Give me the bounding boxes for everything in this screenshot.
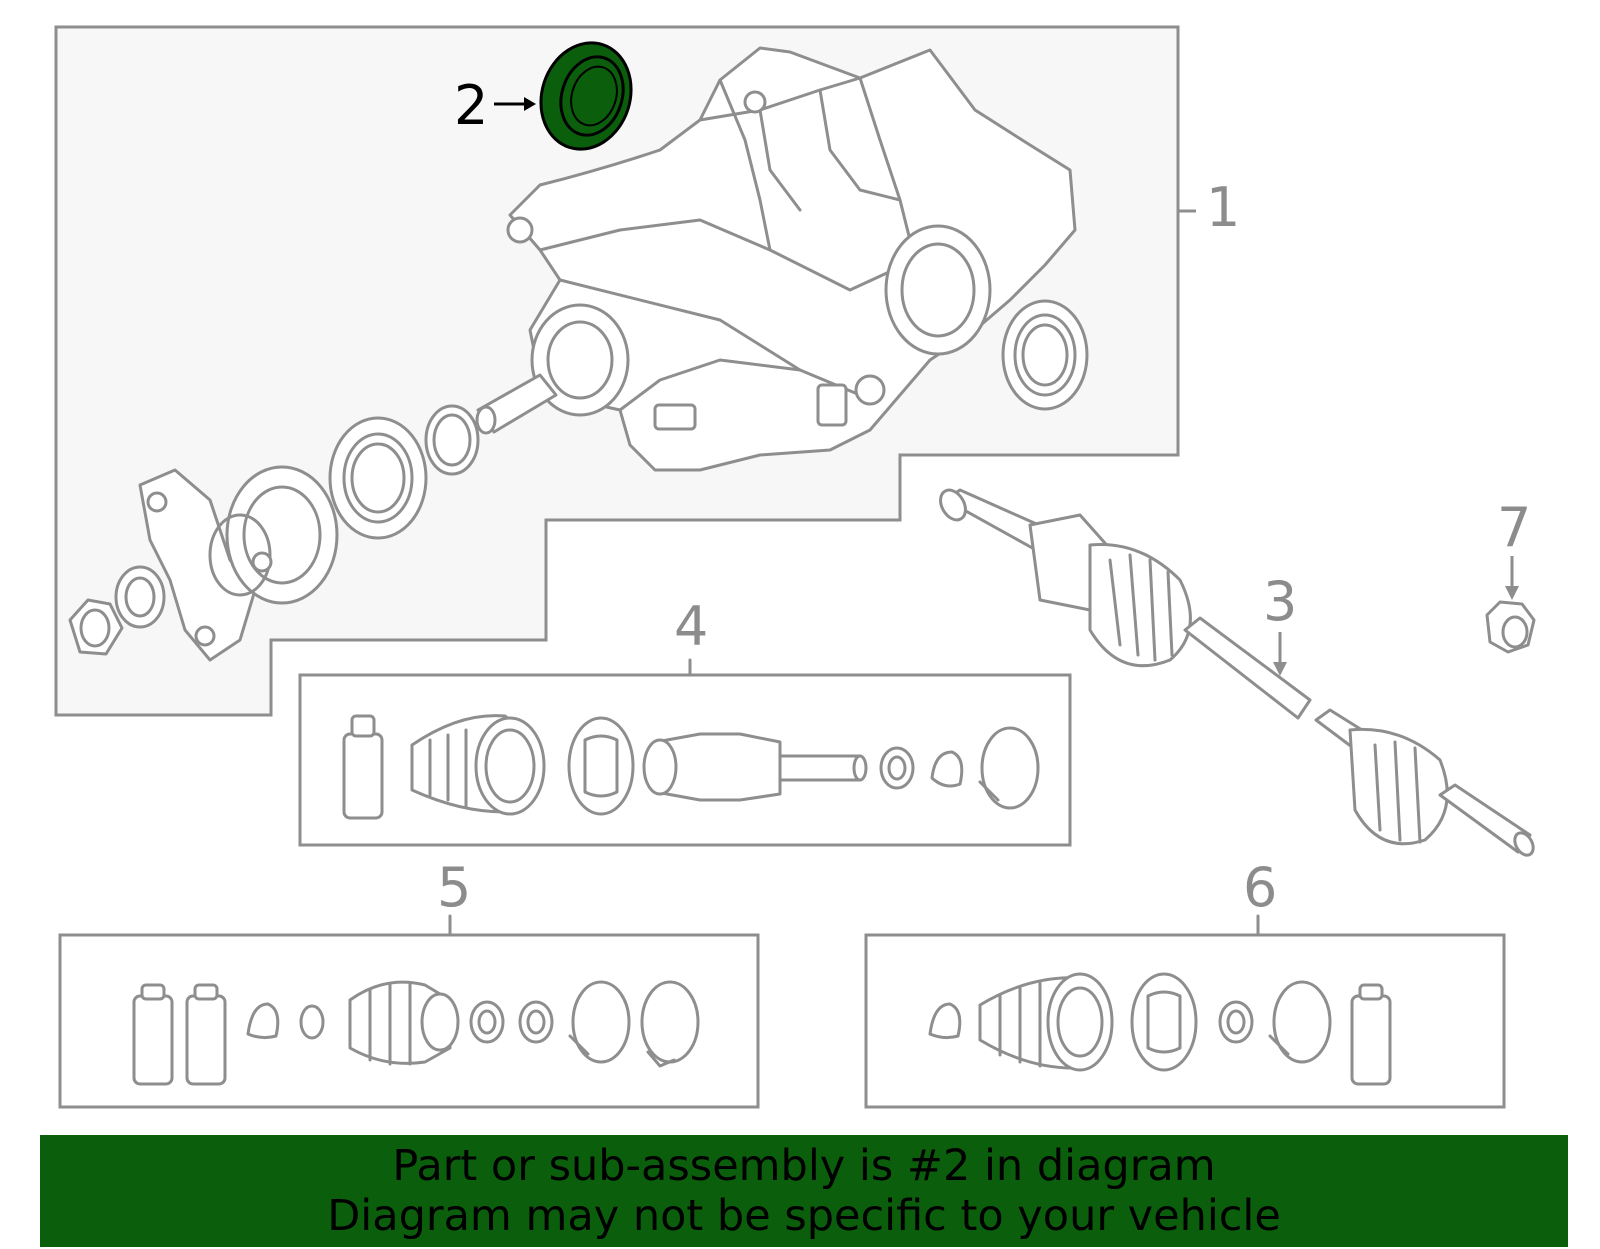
callout-arrow-3 [1273,632,1287,676]
callout-6: 6 [1243,856,1277,919]
info-banner: Part or sub-assembly is #2 in diagram Di… [40,1135,1568,1247]
kit-frame-4 [298,673,1072,847]
companion-flange [138,465,339,662]
banner-line-2: Diagram may not be specific to your vehi… [327,1191,1281,1241]
banner-line-1: Part or sub-assembly is #2 in diagram [392,1141,1216,1191]
washer [114,565,166,629]
callout-1: 1 [1206,176,1240,239]
callout-arrow-2 [494,97,536,111]
differential-housing [475,46,1077,472]
pinion-seal [328,416,428,540]
flange-nut [68,598,124,656]
kit-6-parts [928,972,1392,1086]
callout-3: 3 [1263,570,1297,633]
callout-5: 5 [437,856,471,919]
highlighted-seal-part-2[interactable] [527,31,644,161]
kit-4-parts [342,714,1040,820]
axle-nut [1485,600,1536,654]
callout-7: 7 [1497,496,1531,559]
kit-frame-6 [864,933,1506,1109]
callout-arrow-7 [1505,556,1519,600]
kit-frame-5 [58,933,760,1109]
spacer-ring [424,404,480,476]
half-shaft [939,488,1535,857]
kit-5-parts [132,980,700,1086]
callout-4: 4 [674,595,708,658]
side-seal [1001,299,1089,411]
callout-2: 2 [454,74,488,137]
